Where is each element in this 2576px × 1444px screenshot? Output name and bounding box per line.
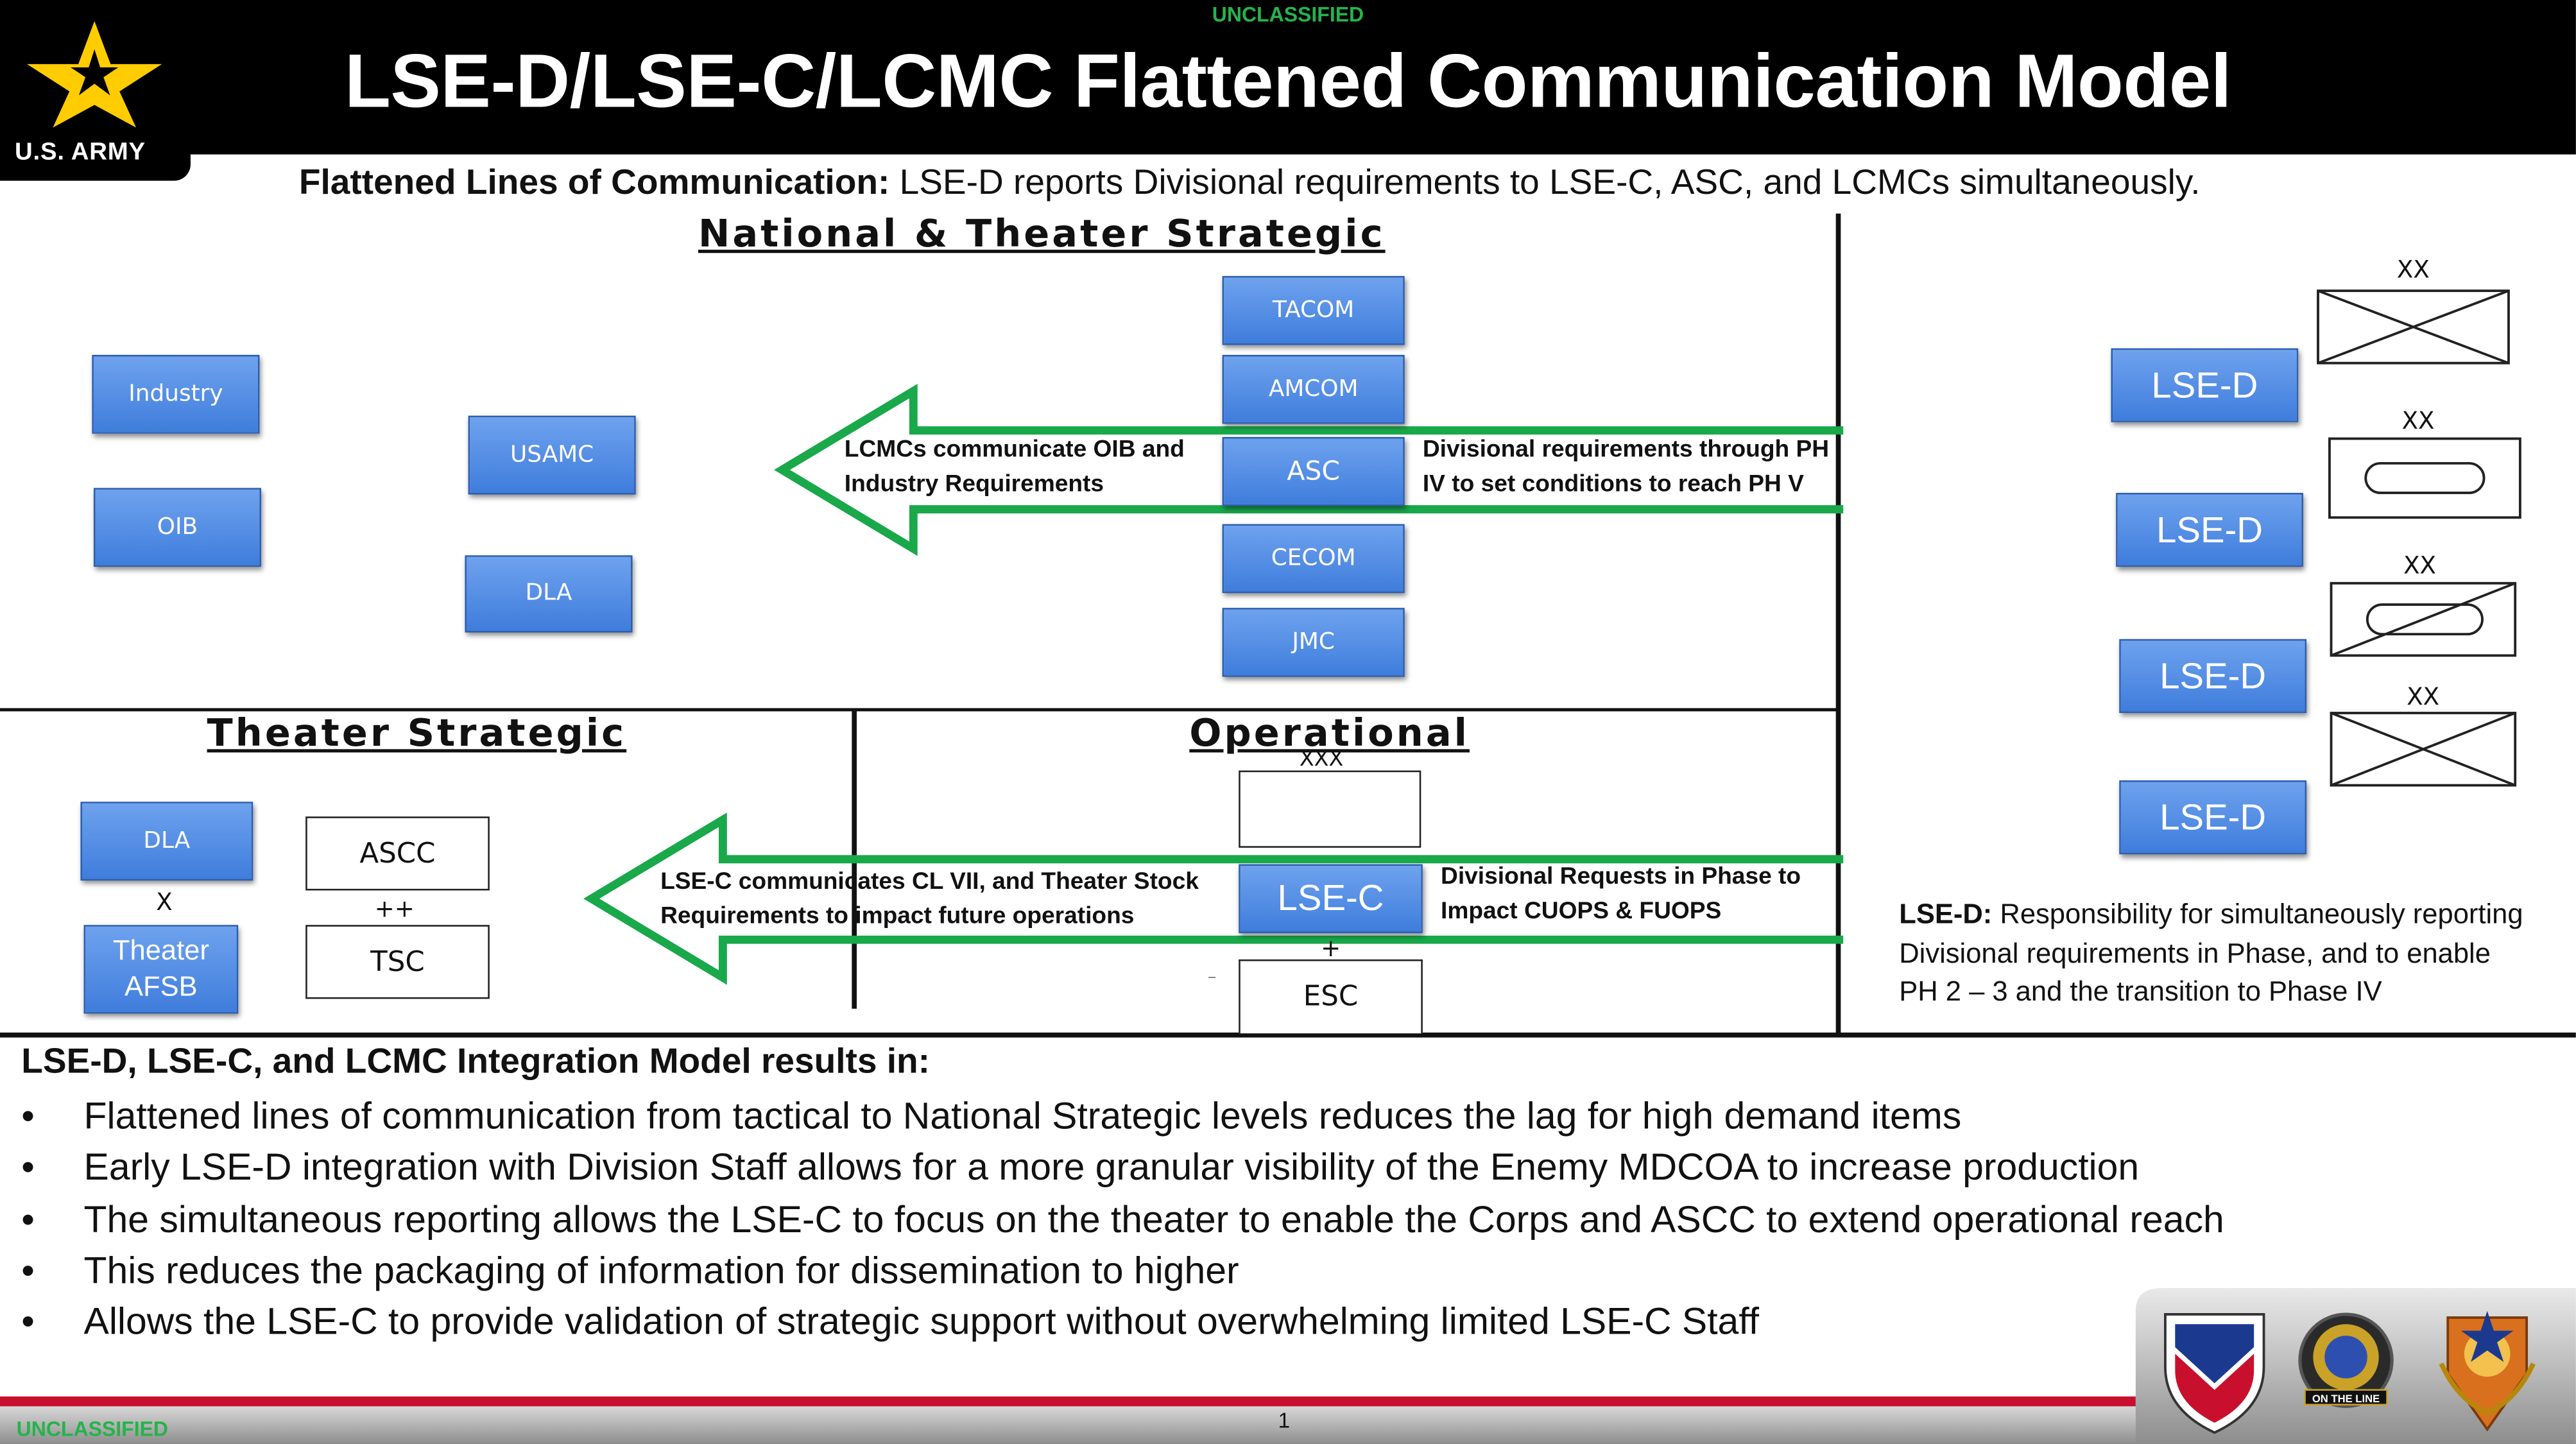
lse-d-note-text: Responsibility for simultaneously report… [1992,898,2523,930]
bullet-text: The simultaneous reporting allows the LS… [83,1197,2224,1240]
on-the-line-text: ON THE LINE [2312,1393,2380,1405]
unit-crest-icon [2439,1311,2536,1432]
lower-arrow-left-line: Requirements to impact future operations [660,903,1135,930]
slide-title: LSE-D/LSE-C/LCMC Flattened Communication… [344,37,2231,123]
xx-echelon-mark: XX [2403,553,2437,580]
bullet-item: •This reduces the packaging of informati… [21,1248,1239,1291]
armored-cavalry-division-icon [2330,581,2517,657]
upper-arrow-left-line: Industry Requirements [844,471,1104,498]
box-oib: OIB [93,488,262,567]
upper-arrow-right-line: Divisional requirements through PH [1422,436,1830,463]
lower-arrow-right-text: Divisional Requests in Phase to Impact C… [1441,861,1801,930]
bullet-item: •Early LSE-D integration with Division S… [21,1146,2140,1189]
subtitle-text: LSE-D reports Divisional requirements to… [889,162,2201,202]
on-the-line-emblem-icon [2298,1312,2394,1408]
army-logo-text: U.S. ARMY [15,138,146,166]
division-symbols [2317,289,2521,787]
results-bullets: •Flattened lines of communication from t… [21,1091,2224,1348]
box-esc: ESC [1239,959,1423,1034]
infantry-division-icon-2 [2330,712,2517,787]
box-tacom: TACOM [1222,276,1405,345]
box-lse-d-3: LSE-D [2119,639,2307,713]
upper-arrow-left-text: LCMCs communicate OIB and Industry Requi… [845,434,1185,503]
xxx-echelon-mark: XXX [1299,747,1344,773]
lse-d-note-line: LSE-D: Responsibility for simultaneously… [1899,895,2523,934]
plus-echelon-mark: + [1321,936,1341,963]
section-dividers [0,213,2576,1038]
section-operational: Operational [1189,712,1470,756]
section-national-theater-strategic: National & Theater Strategic [698,213,1386,257]
bullet-item: •Flattened lines of communication from t… [21,1094,1962,1137]
box-usamc: USAMC [468,415,636,495]
bullet-text: Allows the LSE-C to provide validation o… [83,1300,1759,1343]
upper-green-arrow [774,383,1844,556]
xx-echelon-mark: XX [2396,257,2430,284]
footer-red-stripe [0,1396,2136,1407]
plusplus-echelon-mark: ++ [374,897,415,924]
bullet-text: Early LSE-D integration with Division St… [83,1146,2140,1189]
box-lse-d-4: LSE-D [2119,780,2307,855]
classification-bottom: UNCLASSIFIED [16,1418,169,1441]
box-tsc: TSC [305,925,490,999]
results-title: LSE-D, LSE-C, and LCMC Integration Model… [21,1041,931,1081]
box-cecom: CECOM [1222,524,1405,594]
classification-top: UNCLASSIFIED [1212,3,1364,26]
box-industry: Industry [92,354,260,434]
box-dla-national: DLA [465,555,633,633]
box-dla-theater: DLA [80,802,253,881]
lower-green-arrow [583,812,1844,985]
box-corps [1239,770,1421,848]
box-lse-d-1: LSE-D [2111,348,2299,422]
x-echelon-mark: X [156,890,173,917]
infantry-division-icon-1 [2317,289,2510,365]
box-ascc: ASCC [305,816,490,891]
subtitle: Flattened Lines of Communication: LSE-D … [299,162,2201,203]
bullet-text: This reduces the packaging of informatio… [83,1248,1239,1291]
bullet-item: •The simultaneous reporting allows the L… [21,1197,2224,1240]
lse-d-note-line: PH 2 – 3 and the transition to Phase IV [1899,976,2382,1008]
upper-arrow-right-line: IV to set conditions to reach PH V [1422,471,1804,498]
box-theater-afsb: Theater AFSB [83,925,239,1014]
bullet-text: Flattened lines of communication from ta… [83,1094,1962,1137]
subtitle-bold: Flattened Lines of Communication: [298,162,890,202]
lower-arrow-right-line: Impact CUOPS & FUOPS [1441,898,1722,925]
section-theater-strategic: Theater Strategic [207,712,627,756]
dash-mark: – [1207,966,1217,988]
box-jmc: JMC [1222,608,1405,677]
lower-arrow-left-text: LSE-C communicates CL VII, and Theater S… [660,866,1199,935]
upper-arrow-left-line: LCMCs communicate OIB and [844,436,1185,463]
lse-d-note-bold: LSE-D: [1899,898,1993,930]
box-lse-d-2: LSE-D [2116,492,2303,567]
page-number: 1 [1278,1407,1291,1433]
army-logo: U.S. ARMY [0,0,191,181]
header-bar [0,0,2576,155]
box-lse-c: LSE-C [1239,864,1423,934]
theater-afsb-line: Theater [112,934,209,967]
lower-arrow-left-line: LSE-C communicates CL VII, and Theater S… [660,869,1199,896]
lower-arrow-right-line: Divisional Requests in Phase to [1441,864,1801,891]
amc-shield-icon [2164,1313,2265,1434]
lse-d-note-line: Divisional requirements in Phase, and to… [1899,937,2491,969]
armor-division-icon [2328,437,2521,519]
army-star-icon [16,13,173,132]
upper-arrow-right-text: Divisional requirements through PH IV to… [1423,434,1829,503]
footer-graphics: ON THE LINE [0,1287,2576,1444]
box-asc: ASC [1222,436,1405,506]
lse-d-note: LSE-D: Responsibility for simultaneously… [1899,895,2523,1011]
bullet-item: •Allows the LSE-C to provide validation … [21,1300,1759,1343]
xx-echelon-mark: XX [2401,409,2435,436]
theater-afsb-line: AFSB [125,970,198,1002]
box-amcom: AMCOM [1222,354,1405,424]
xx-echelon-mark: XX [2407,685,2440,712]
